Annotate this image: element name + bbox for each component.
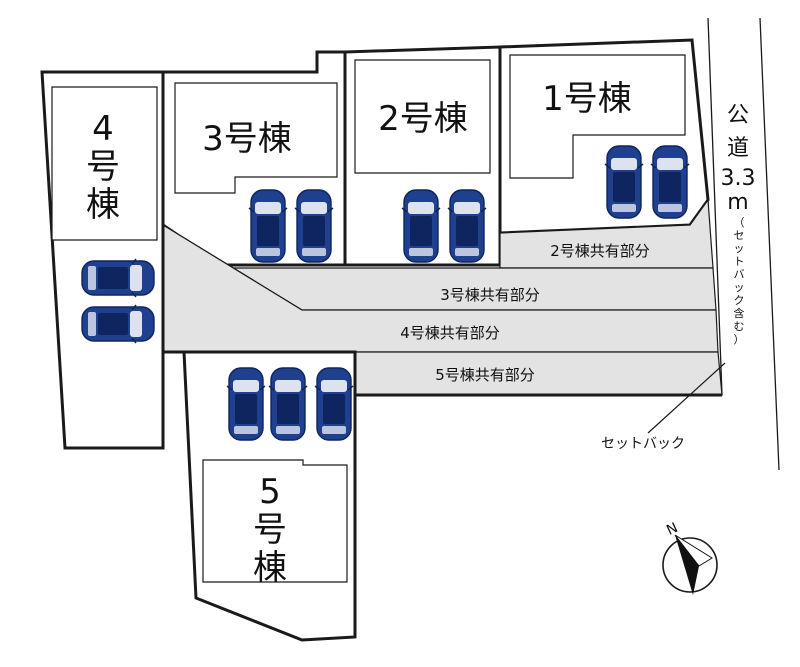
building-4-footprint: [51, 86, 158, 241]
road-label-2: 道: [727, 136, 749, 161]
compass-north-letter: N: [664, 520, 680, 539]
road-note-char: む: [734, 320, 745, 333]
shared-area-3-label: 3号棟共有部分: [440, 286, 540, 304]
shared-area-5: [354, 351, 723, 396]
road-note-char: ッ: [734, 281, 745, 294]
road-edge-right: [759, 17, 780, 471]
road-unit: m: [727, 190, 748, 215]
road-note-char: ト: [734, 255, 745, 268]
car-icon: [401, 189, 441, 263]
shared-area-2: [499, 198, 714, 269]
building-1-label: 1号棟: [542, 79, 632, 119]
setback-leader-line: [647, 362, 726, 434]
building-3-footprint: [174, 82, 338, 194]
car-icon: [248, 189, 288, 263]
car-icon: [447, 189, 487, 263]
building-2-label: 2号棟: [378, 99, 468, 139]
car-icon: [604, 145, 644, 219]
shared-area-4-label: 4号棟共有部分: [400, 324, 500, 342]
building-4-label-3: 棟: [86, 185, 120, 225]
road-note-char: （: [734, 216, 745, 229]
car-icon: [650, 145, 690, 219]
car-icon: [294, 189, 334, 263]
shared-boundary: [161, 225, 722, 397]
building-3-label: 3号棟: [202, 119, 292, 159]
road-width: 3.3: [721, 166, 756, 191]
compass-icon: N: [662, 520, 718, 595]
car-icon: [81, 304, 155, 344]
shared-area-5-label: 5号棟共有部分: [435, 366, 535, 384]
setback-label: セットバック: [601, 436, 685, 452]
road-note-char: ）: [734, 333, 745, 346]
parking-spaces: [81, 145, 690, 441]
building-5-footprint: [202, 459, 348, 583]
car-icon: [268, 367, 308, 441]
building-4-label-2: 号: [86, 147, 120, 187]
road-note-char: ッ: [734, 242, 745, 255]
car-icon: [226, 367, 266, 441]
road-note-char: バ: [734, 268, 745, 281]
building-5-label-1: 5: [259, 472, 281, 512]
shared-area-2-label: 2号棟共有部分: [550, 242, 650, 260]
road-label-1: 公: [727, 103, 749, 128]
road-note-char: ク: [734, 294, 745, 307]
building-5-label-2: 号: [253, 510, 287, 550]
road-note: （ セ ッ ト バ ッ ク 含 む ）: [734, 216, 745, 346]
car-icon: [314, 367, 354, 441]
road-note-char: 含: [734, 306, 745, 320]
building-5-label-3: 棟: [253, 548, 287, 588]
road-note-char: セ: [734, 229, 745, 242]
building-2-footprint: [354, 59, 491, 174]
road-edge-left: [707, 17, 723, 396]
car-icon: [81, 258, 155, 298]
building-1-footprint: [509, 54, 686, 179]
building-4-label-1: 4: [92, 109, 114, 149]
